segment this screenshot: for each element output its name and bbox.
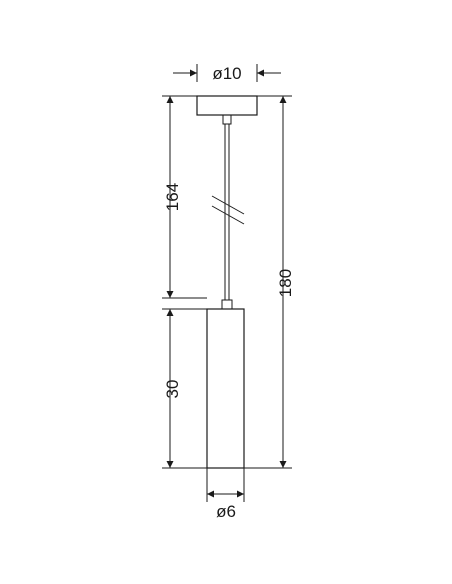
canopy-diameter-label: ø10	[212, 64, 241, 83]
canopy-diameter-dimension	[173, 64, 281, 82]
cable-break-mark	[211, 195, 245, 225]
total-height-label: 180	[276, 269, 295, 297]
shade-height-dimension	[162, 308, 207, 469]
lamp-shade	[206, 308, 245, 469]
canopy	[196, 95, 258, 116]
shade-connector	[221, 299, 233, 310]
cable	[224, 124, 230, 300]
cable-length-label: 164	[163, 183, 182, 211]
shade-height-label: 30	[163, 380, 182, 399]
shade-diameter-label: ø6	[216, 502, 236, 521]
total-height-dimension	[244, 95, 292, 469]
canopy-stem	[222, 114, 232, 125]
shade-diameter-dimension	[206, 468, 245, 502]
cable-length-dimension	[162, 95, 207, 299]
